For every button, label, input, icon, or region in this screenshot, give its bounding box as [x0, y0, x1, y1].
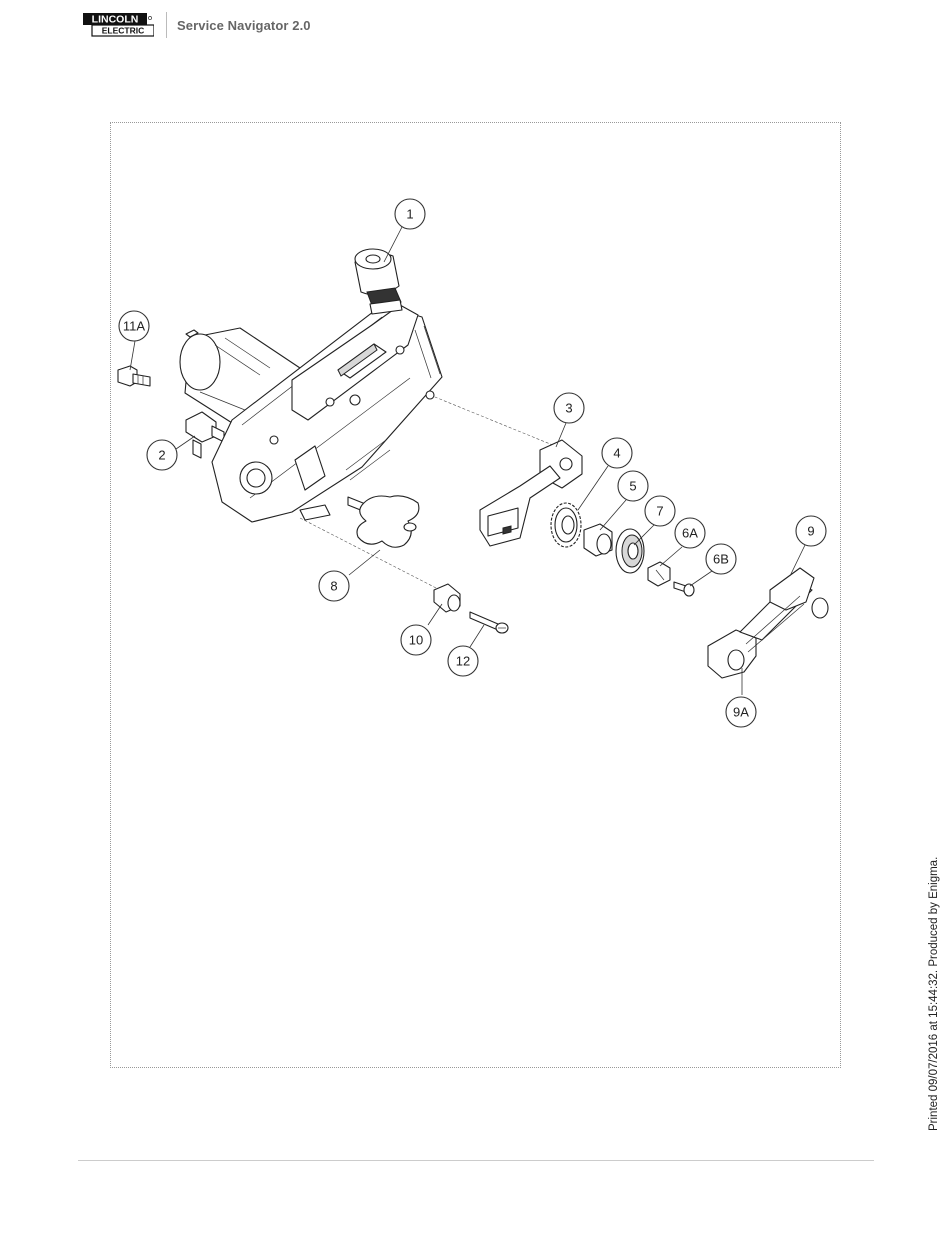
- callout-12: 12: [448, 646, 478, 676]
- svg-text:10: 10: [409, 633, 423, 648]
- svg-text:11A: 11A: [123, 319, 145, 334]
- drive-roll-7-part: [616, 529, 644, 573]
- svg-text:3: 3: [565, 401, 572, 416]
- svg-text:4: 4: [613, 446, 620, 461]
- guide-assembly-9-part: [708, 568, 828, 678]
- svg-text:12: 12: [456, 654, 470, 669]
- callout-3: 3: [554, 393, 584, 423]
- callout-10: 10: [401, 625, 431, 655]
- callout-11a: 11A: [119, 311, 149, 341]
- svg-text:9A: 9A: [733, 705, 749, 720]
- svg-text:6A: 6A: [682, 526, 698, 541]
- callout-9a: 9A: [726, 697, 756, 727]
- sleeve-10-part: [434, 584, 460, 612]
- printed-timestamp: Printed 09/07/2016 at 15:44:32. Produced…: [928, 857, 940, 1131]
- callout-5: 5: [618, 471, 648, 501]
- svg-text:8: 8: [330, 579, 337, 594]
- cap-screw-6b-part: [674, 582, 694, 596]
- bolt-11a-part: [118, 366, 150, 386]
- svg-text:1: 1: [406, 207, 413, 222]
- svg-text:9: 9: [807, 524, 814, 539]
- callout-7: 7: [645, 496, 675, 526]
- callout-6a: 6A: [675, 518, 705, 548]
- gear-4-part: [551, 503, 581, 547]
- callout-9: 9: [796, 516, 826, 546]
- svg-text:2: 2: [158, 448, 165, 463]
- hub-5-part: [584, 524, 612, 556]
- clip-6a-part: [648, 562, 670, 586]
- star-knob-8-part: [348, 496, 419, 547]
- screw-12-part: [470, 612, 508, 633]
- drive-body-part: [180, 249, 442, 522]
- footer-divider: [78, 1160, 874, 1161]
- callout-1: 1: [395, 199, 425, 229]
- callout-4: 4: [602, 438, 632, 468]
- svg-text:7: 7: [656, 504, 663, 519]
- callout-6b: 6B: [706, 544, 736, 574]
- svg-text:5: 5: [629, 479, 636, 494]
- callout-8: 8: [319, 571, 349, 601]
- svg-text:6B: 6B: [713, 552, 729, 567]
- callout-2: 2: [147, 440, 177, 470]
